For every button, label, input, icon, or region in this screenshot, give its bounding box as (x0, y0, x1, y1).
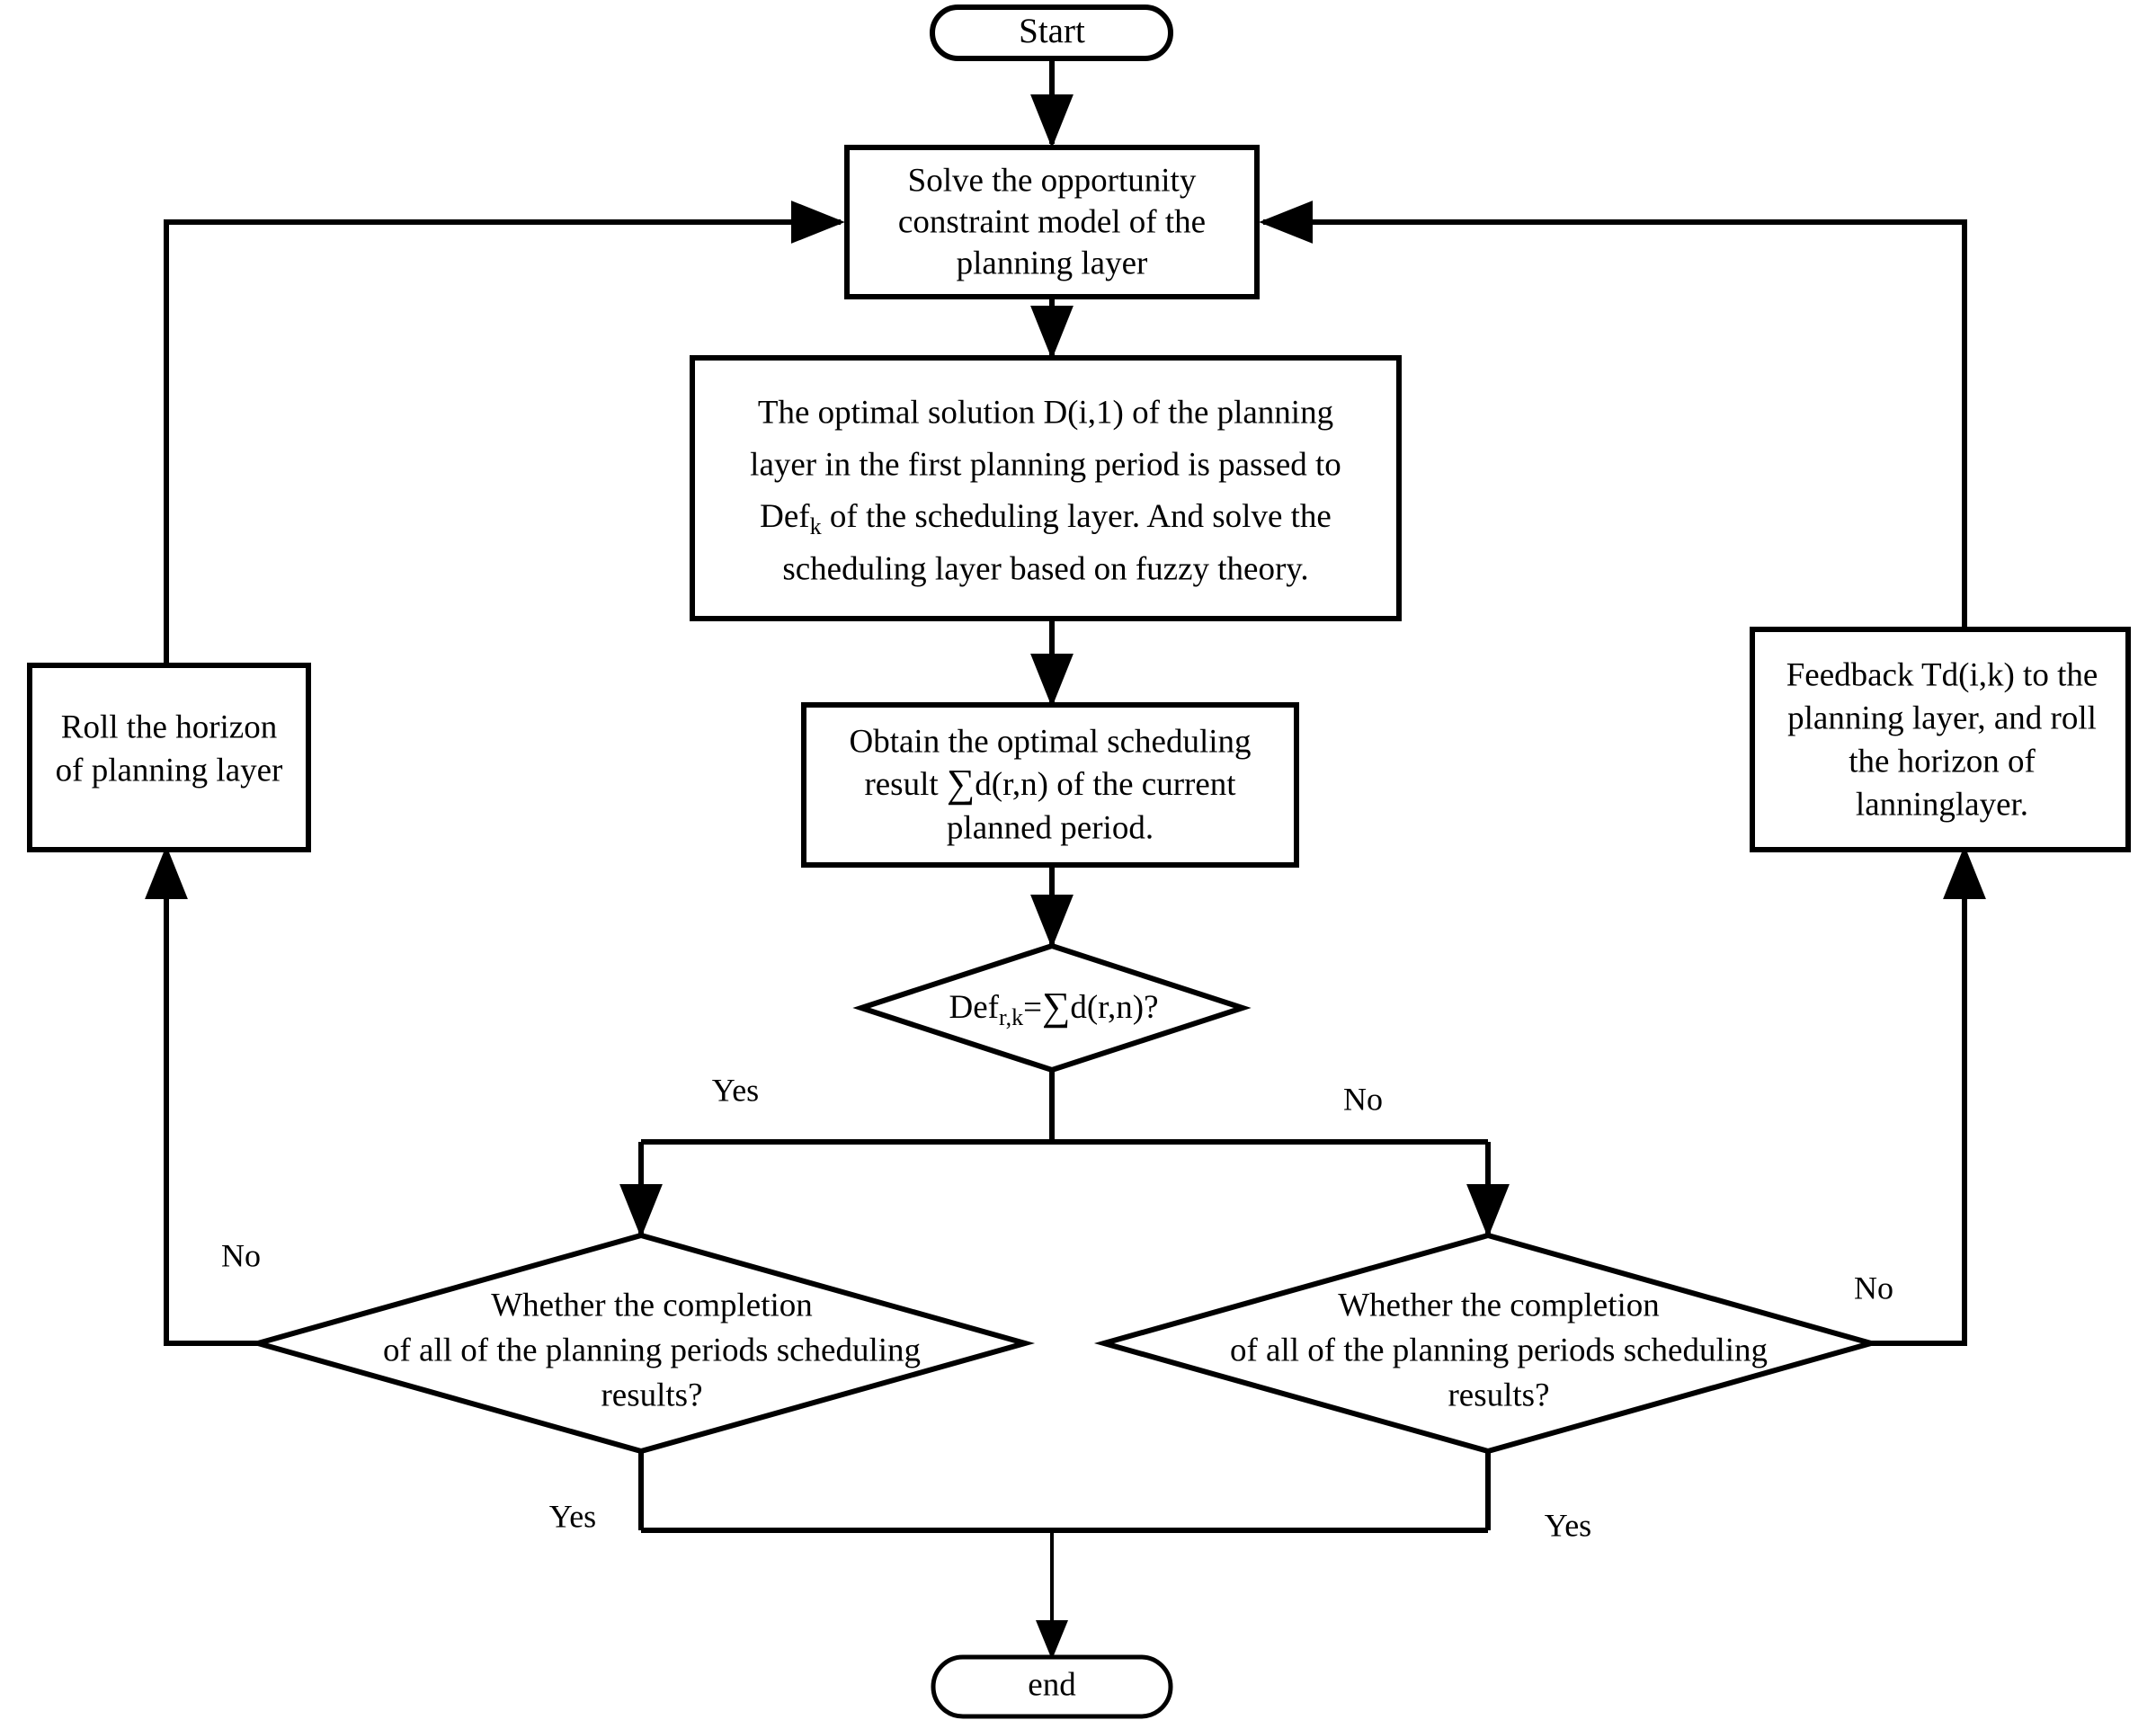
connector-right-no-to-feedback (1868, 845, 1986, 1346)
completion-left-line-1: Whether the completion (491, 1287, 813, 1323)
compare-equals: = (1023, 989, 1042, 1026)
pass-to-scheduling-shape (690, 355, 1402, 621)
node-completion-right[interactable]: Whether the completion of all of the pla… (1093, 1232, 1882, 1455)
compare-decision-shape (852, 942, 1252, 1074)
obtain-line-3: planned period. (947, 809, 1154, 846)
roll-horizon-line-2: of planning layer (56, 752, 283, 789)
end-shape (931, 1654, 1173, 1719)
connector-roll-to-solve (164, 201, 845, 665)
pass-line-2: layer in the first planning period is pa… (750, 446, 1341, 483)
edge-label-left-yes: Yes (549, 1498, 596, 1534)
completion-right-shape (1093, 1232, 1882, 1455)
edge-label-compare-yes: Yes (712, 1072, 759, 1108)
feedback-line-2: planning layer, and roll (1787, 700, 2097, 736)
obtain-line-2-suffix: d(r,n) of the current (975, 766, 1236, 803)
pass-line-3-prefix: Def (760, 498, 810, 535)
completion-right-line-1: Whether the completion (1338, 1287, 1660, 1323)
pass-line-3-suffix: of the scheduling layer. And solve the (822, 498, 1332, 535)
compare-prefix: Def (949, 989, 1000, 1026)
solve-planning-line-2: constraint model of the (898, 203, 1206, 240)
node-obtain-result[interactable]: Obtain the optimal scheduling result ∑d(… (801, 702, 1299, 868)
feedback-shape (1750, 627, 2131, 852)
node-pass-to-scheduling[interactable]: The optimal solution D(i,1) of the plann… (690, 355, 1402, 621)
roll-horizon-shape (27, 663, 311, 852)
edge-label-right-no: No (1854, 1270, 1893, 1306)
connector-left-no-to-roll (145, 845, 261, 1346)
obtain-result-shape (801, 702, 1299, 868)
roll-horizon-line-1: Roll the horizon (61, 709, 277, 745)
node-roll-horizon-left[interactable]: Roll the horizon of planning layer (27, 663, 311, 852)
node-completion-left[interactable]: Whether the completion of all of the pla… (247, 1232, 1036, 1455)
obtain-line-2: result ∑d(r,n) of the current (864, 762, 1236, 806)
pass-line-1: The optimal solution D(i,1) of the plann… (758, 394, 1333, 431)
connector-feedback-to-solve (1259, 201, 1967, 629)
compare-suffix: d(r,n)? (1070, 989, 1158, 1026)
completion-right-line-3: results? (1448, 1377, 1549, 1413)
end-label: end (1028, 1666, 1076, 1703)
compare-decision-label: Defr,k=∑d(r,n)? (949, 985, 1159, 1030)
pass-line-3: Defk of the scheduling layer. And solve … (760, 498, 1332, 539)
start-shape (930, 4, 1173, 61)
node-feedback-right[interactable]: Feedback Td(i,k) to the planning layer, … (1750, 627, 2131, 852)
compare-sum-icon: ∑ (1042, 985, 1070, 1029)
edge-label-compare-no: No (1343, 1081, 1383, 1117)
completion-left-line-3: results? (601, 1377, 702, 1413)
solve-planning-shape (844, 145, 1260, 299)
compare-subscript: r,k (999, 1004, 1023, 1030)
feedback-line-1: Feedback Td(i,k) to the (1786, 656, 2098, 693)
pass-line-4: scheduling layer based on fuzzy theory. (782, 550, 1308, 587)
node-end[interactable]: end (931, 1654, 1173, 1719)
feedback-line-4: lanninglayer. (1856, 786, 2028, 823)
solve-planning-line-3: planning layer (957, 245, 1148, 281)
edge-label-right-yes: Yes (1545, 1507, 1591, 1543)
start-label: Start (1019, 12, 1085, 50)
edge-label-left-no: No (221, 1237, 261, 1273)
node-start[interactable]: Start (930, 4, 1173, 61)
completion-left-shape (247, 1232, 1036, 1455)
obtain-line-1: Obtain the optimal scheduling (850, 723, 1252, 760)
completion-right-line-2: of all of the planning periods schedulin… (1230, 1332, 1768, 1368)
node-solve-planning[interactable]: Solve the opportunity constraint model o… (844, 145, 1260, 299)
pass-line-3-subscript: k (810, 513, 822, 539)
obtain-line-2-prefix: result (864, 766, 946, 803)
completion-left-line-2: of all of the planning periods schedulin… (383, 1332, 921, 1368)
feedback-line-3: the horizon of (1849, 743, 2036, 780)
sum-icon: ∑ (947, 762, 975, 806)
solve-planning-line-1: Solve the opportunity (908, 162, 1197, 199)
node-compare-decision[interactable]: Defr,k=∑d(r,n)? (852, 942, 1252, 1074)
